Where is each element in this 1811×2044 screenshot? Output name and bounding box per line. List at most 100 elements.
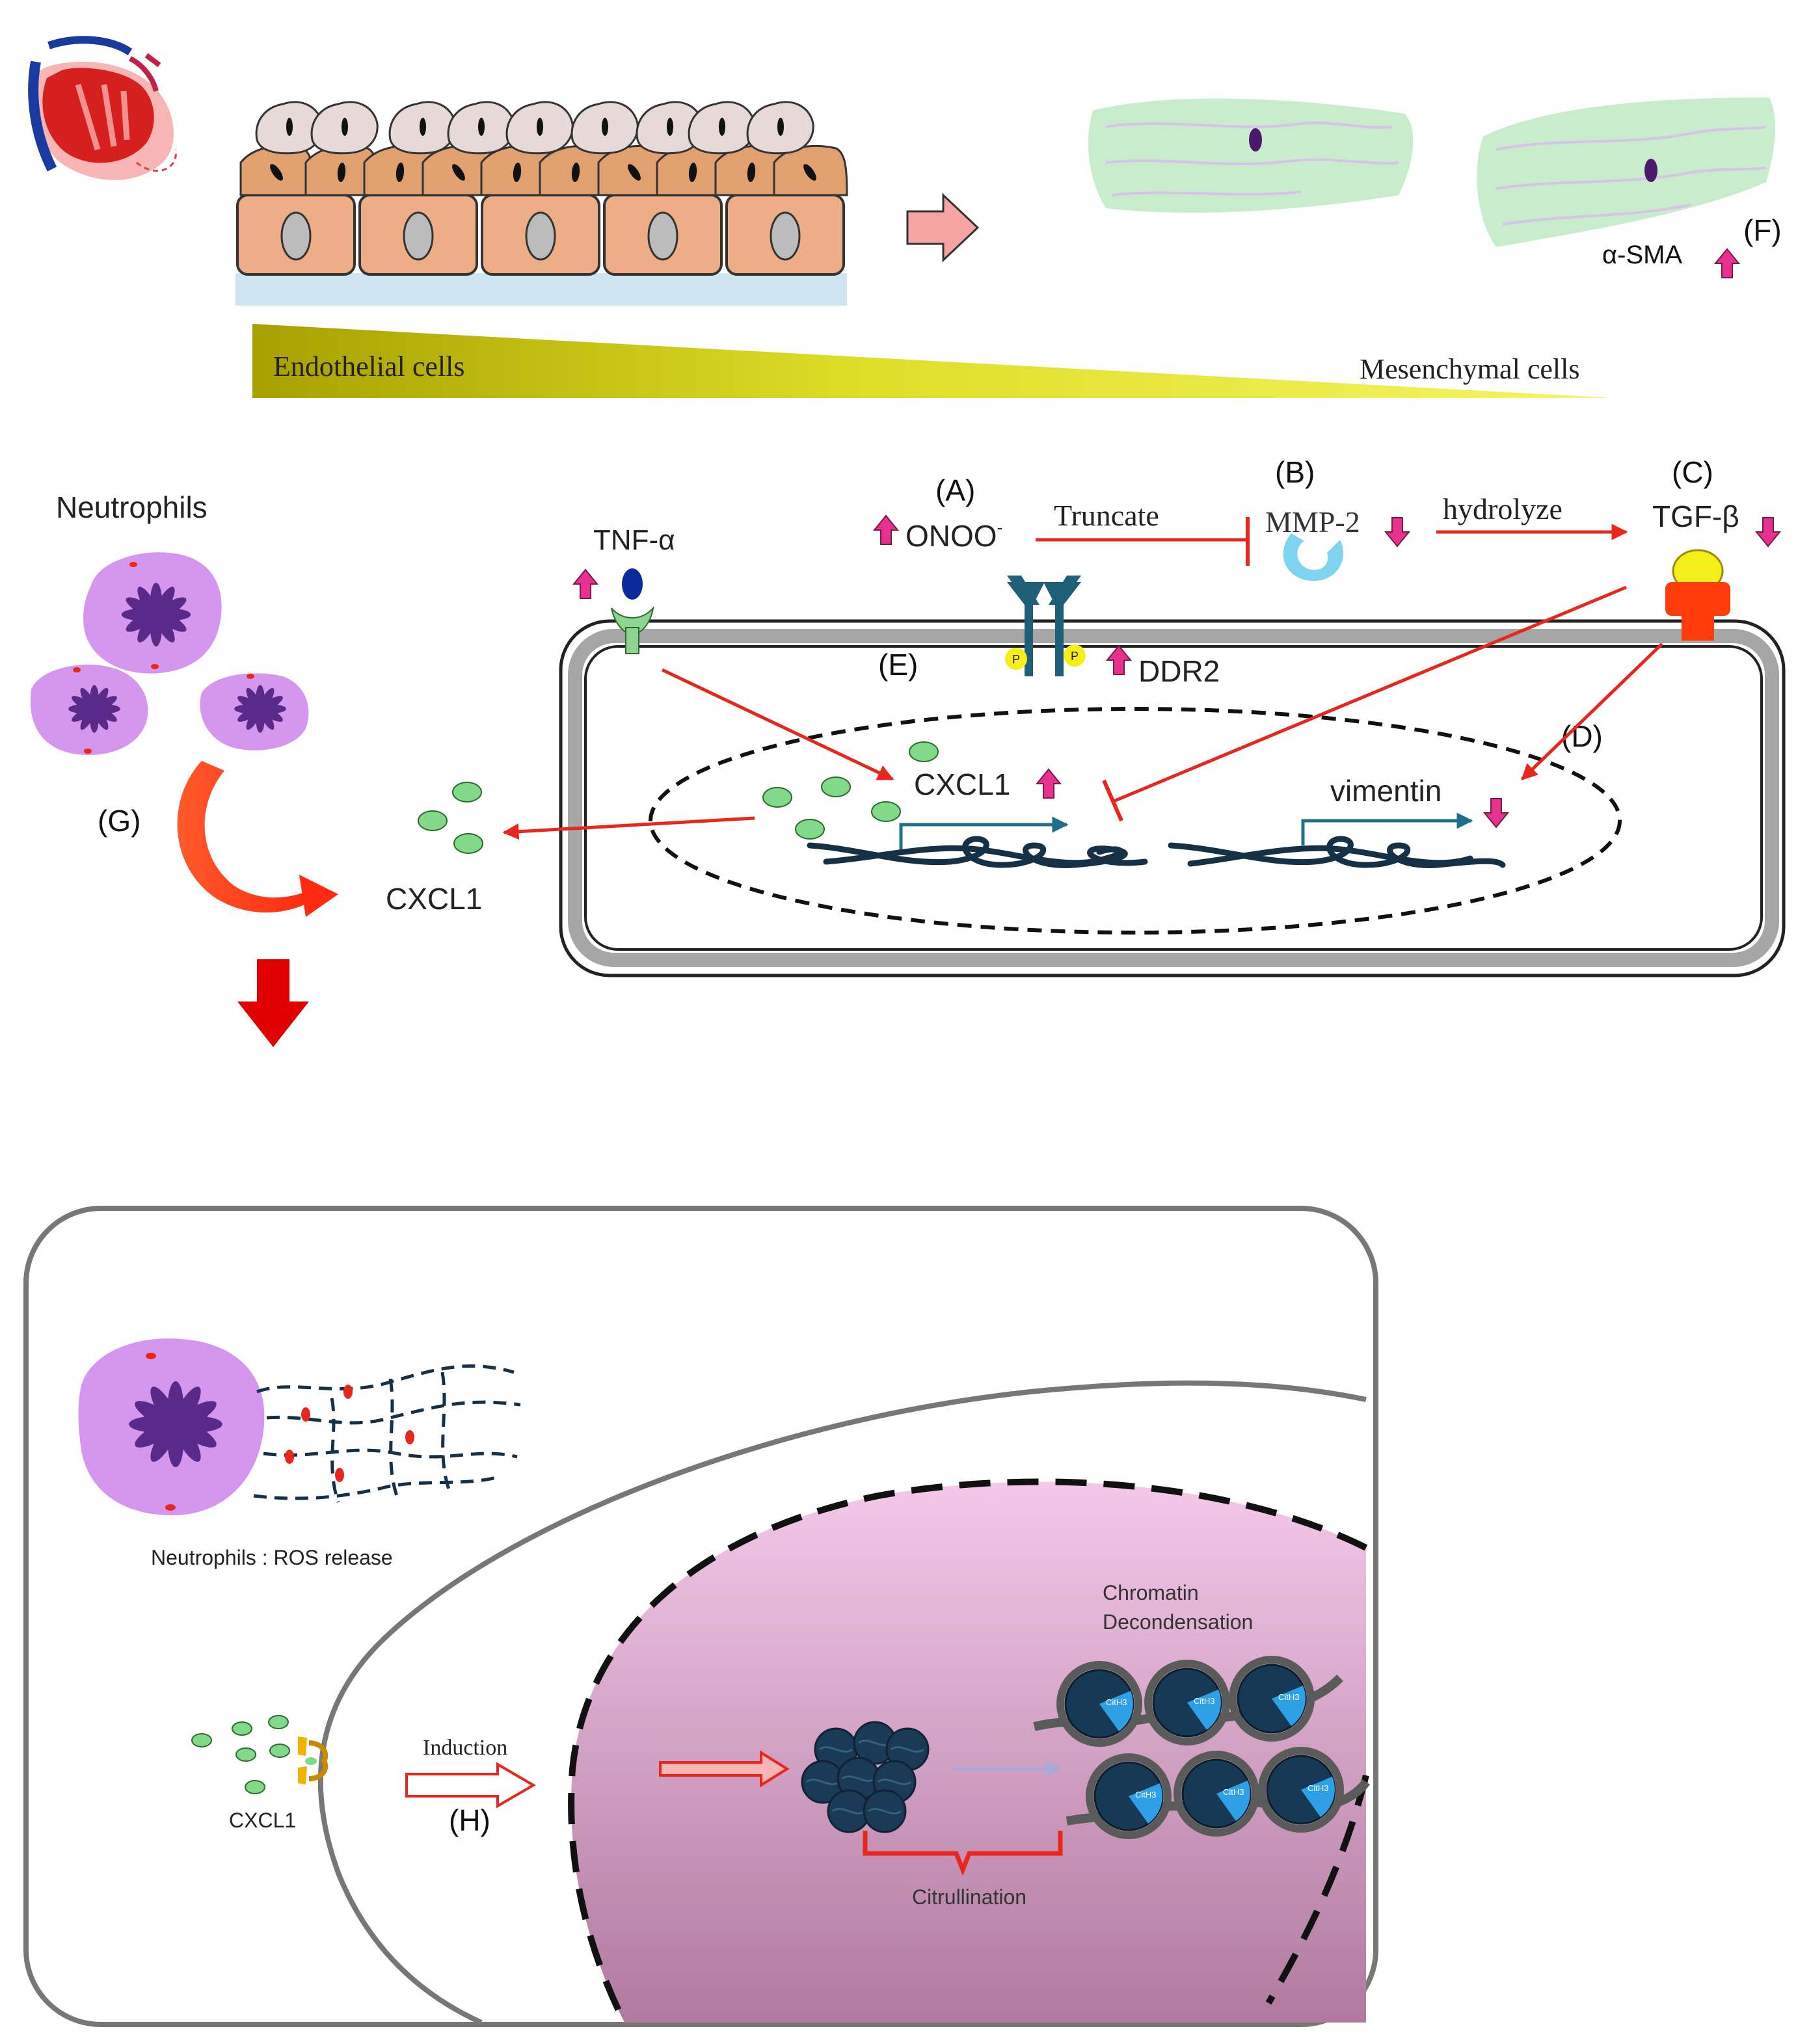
- nucleus-outline: [649, 707, 1622, 935]
- cith3-label: CitH3: [1308, 1783, 1329, 1793]
- cxcl1-bottom-label: CXCL1: [229, 1809, 296, 1832]
- neutrophil-large: [83, 552, 222, 674]
- tnf-receptor: [611, 568, 654, 654]
- onoo-label: ONOO-: [905, 518, 1002, 553]
- cxcl1-outside-label: CXCL1: [386, 882, 482, 916]
- heart-icon: [28, 36, 177, 180]
- citrullination-label: Citrullination: [912, 1885, 1026, 1909]
- label-h: (H): [449, 1803, 490, 1837]
- cxcl1-molecule: [191, 1733, 212, 1747]
- ddr2-receptor: P P: [1005, 576, 1086, 676]
- cxcl1-transcription-arrow: [899, 816, 1069, 852]
- net-releasing-neutrophil: [78, 1338, 265, 1515]
- endothelial-top-cell: [388, 101, 457, 155]
- ddr2-label: DDR2: [1138, 654, 1220, 688]
- induction-arrow: [405, 1762, 536, 1809]
- neutrophil-nucleus: [234, 685, 286, 733]
- net-fibers: [253, 1364, 521, 1503]
- cxcl1-molecule: [821, 776, 851, 797]
- citrullination-arrow-red: [659, 1750, 790, 1788]
- alpha-sma-label: α-SMA: [1602, 241, 1682, 269]
- endothelial-base-cell: [236, 194, 356, 276]
- cxcl1-molecule: [452, 782, 482, 803]
- cith3-label: CitH3: [1278, 1692, 1300, 1702]
- vimentin-label: vimentin: [1330, 774, 1442, 808]
- down-block-arrow-icon: [237, 959, 309, 1047]
- cxcl1-secretion-arrow: [502, 816, 755, 840]
- recruitment-curved-arrow: [177, 761, 338, 917]
- endothelial-cell-layer: [235, 101, 848, 306]
- label-f: (F): [1743, 213, 1782, 247]
- cxcl1-molecule: [909, 741, 939, 762]
- chromatin-title-line1: Chromatin: [1103, 1581, 1199, 1604]
- endothelial-mesenchymal-gradient: [252, 324, 1613, 398]
- mmp2-label: MMP-2: [1265, 505, 1360, 538]
- neutrophil-small-right: [200, 673, 309, 750]
- condensed-chromatin-cluster: [801, 1721, 930, 1833]
- endothelial-top-cell: [447, 101, 515, 155]
- truncate-inhibition-line: [1036, 517, 1250, 566]
- mmp2-enzyme-icon: [1283, 533, 1343, 581]
- citrullination-bracket: [863, 1831, 1063, 1876]
- cith3-label: CitH3: [1194, 1696, 1215, 1706]
- cith3-nucleosome: CitH3: [1258, 1747, 1344, 1833]
- cxcl1-molecule: [232, 1721, 252, 1736]
- tgf-beta-label: TGF-β: [1652, 499, 1739, 533]
- cxcl1-molecule: [418, 810, 448, 831]
- endothelial-top-cell: [570, 101, 639, 155]
- mesenchymal-cell-1: [1088, 98, 1414, 213]
- target-nucleus: [568, 1478, 1369, 2024]
- endothelial-top-cell: [255, 101, 323, 155]
- tgf-receptor: [1665, 549, 1730, 641]
- endothelial-cells-label: Endothelial cells: [273, 351, 464, 382]
- label-e: (E): [878, 648, 918, 682]
- neutrophil-nucleus: [129, 1381, 222, 1468]
- tnf-alpha-label: TNF-α: [593, 524, 675, 556]
- dna-strand-vimentin: [1168, 836, 1506, 868]
- cith3-nucleosome: CitH3: [1144, 1660, 1230, 1745]
- cxcl1-molecule: [245, 1780, 265, 1794]
- net-granules: [285, 1385, 414, 1482]
- alpha-sma-up-arrow-icon: [1715, 248, 1739, 278]
- cxcl1-molecule: [762, 787, 792, 808]
- cith3-nucleosome: CitH3: [1056, 1661, 1142, 1747]
- endothelial-top-cell: [746, 101, 814, 155]
- cith3-label: CitH3: [1223, 1787, 1244, 1797]
- cith3-nucleosome: CitH3: [1229, 1656, 1315, 1742]
- truncate-label: Truncate: [1054, 499, 1159, 532]
- mesenchymal-cells-label: Mesenchymal cells: [1360, 353, 1579, 385]
- onoo-up-arrow-icon: [874, 515, 898, 545]
- dna-strand-cxcl1: [807, 836, 1148, 868]
- cxcl1-molecule: [269, 1744, 290, 1758]
- cith3-label: CitH3: [1106, 1697, 1127, 1707]
- neutrophil-small-left: [30, 664, 148, 755]
- target-cell-membrane: [317, 1380, 1367, 2025]
- cxcl1-molecule: [268, 1715, 289, 1729]
- label-b: (B): [1275, 455, 1315, 489]
- tgf-inhibits-cxcl1-line: [1102, 585, 1627, 822]
- tnf-to-cxcl1-arrow: [661, 668, 894, 781]
- cxcl1-bottom-dots: [191, 1715, 290, 1794]
- cxcl1-receptor-icon: [298, 1736, 329, 1785]
- endothelial-base-cell: [725, 194, 845, 276]
- cxcl1-molecule: [235, 1747, 256, 1762]
- label-a: (A): [935, 473, 975, 507]
- tnf-alpha-up-arrow-icon: [573, 569, 598, 599]
- mmp2-down-arrow-icon: [1385, 517, 1410, 547]
- cell-membrane: [559, 619, 1786, 977]
- endothelial-top-cell: [310, 101, 379, 155]
- neutrophil-nucleus: [121, 583, 191, 646]
- tgf-beta-down-arrow-icon: [1756, 517, 1780, 547]
- mesenchymal-cell-2: [1477, 98, 1776, 247]
- chromatin-title-line2: Decondensation: [1103, 1610, 1253, 1634]
- tgf-to-vimentin-arrow: [1521, 643, 1663, 780]
- endothelial-base-cell: [358, 194, 478, 276]
- endothelial-base-cell: [603, 194, 723, 276]
- label-c: (C): [1672, 455, 1713, 489]
- cith3-nucleosome: CitH3: [1174, 1751, 1259, 1837]
- endothelial-top-cell: [688, 101, 756, 155]
- neutrophils-title: Neutrophils: [56, 490, 208, 524]
- neutrophil-nucleus: [68, 685, 120, 733]
